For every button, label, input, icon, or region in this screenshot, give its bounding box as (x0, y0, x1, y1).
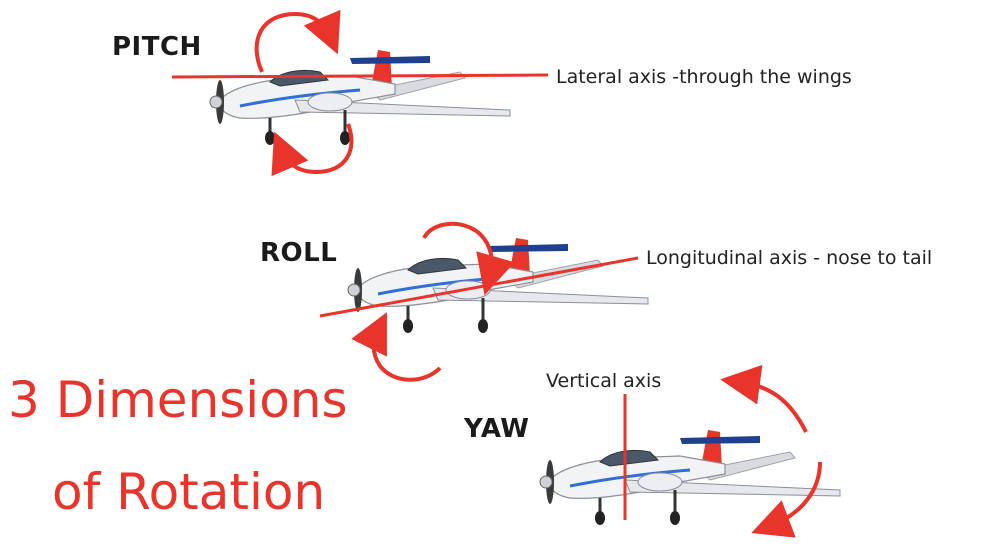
pitch-axis-label: Lateral axis -through the wings (556, 66, 852, 88)
pitch-rotation-arrow-bottom (271, 123, 354, 177)
pitch-rotation-arrow-top (254, 9, 341, 73)
title-line-1: 3 Dimensions (8, 371, 348, 429)
yaw-rotation-arrow-top (720, 364, 808, 433)
pitch-label: PITCH (112, 32, 202, 62)
roll-label: ROLL (260, 238, 338, 268)
roll-airplane (346, 236, 650, 335)
yaw-axis-label: Vertical axis (546, 370, 662, 392)
pitch-lateral-axis-line (171, 73, 549, 79)
yaw-label: YAW (464, 414, 530, 444)
title-line-2: of Rotation (52, 463, 326, 521)
roll-rotation-arrow-top (422, 221, 515, 296)
roll-axis-label: Longitudinal axis - nose to tail (646, 247, 933, 269)
roll-rotation-arrow-bottom (351, 312, 442, 382)
yaw-rotation-arrow-bottom (751, 461, 822, 538)
pitch-airplane (208, 48, 512, 147)
